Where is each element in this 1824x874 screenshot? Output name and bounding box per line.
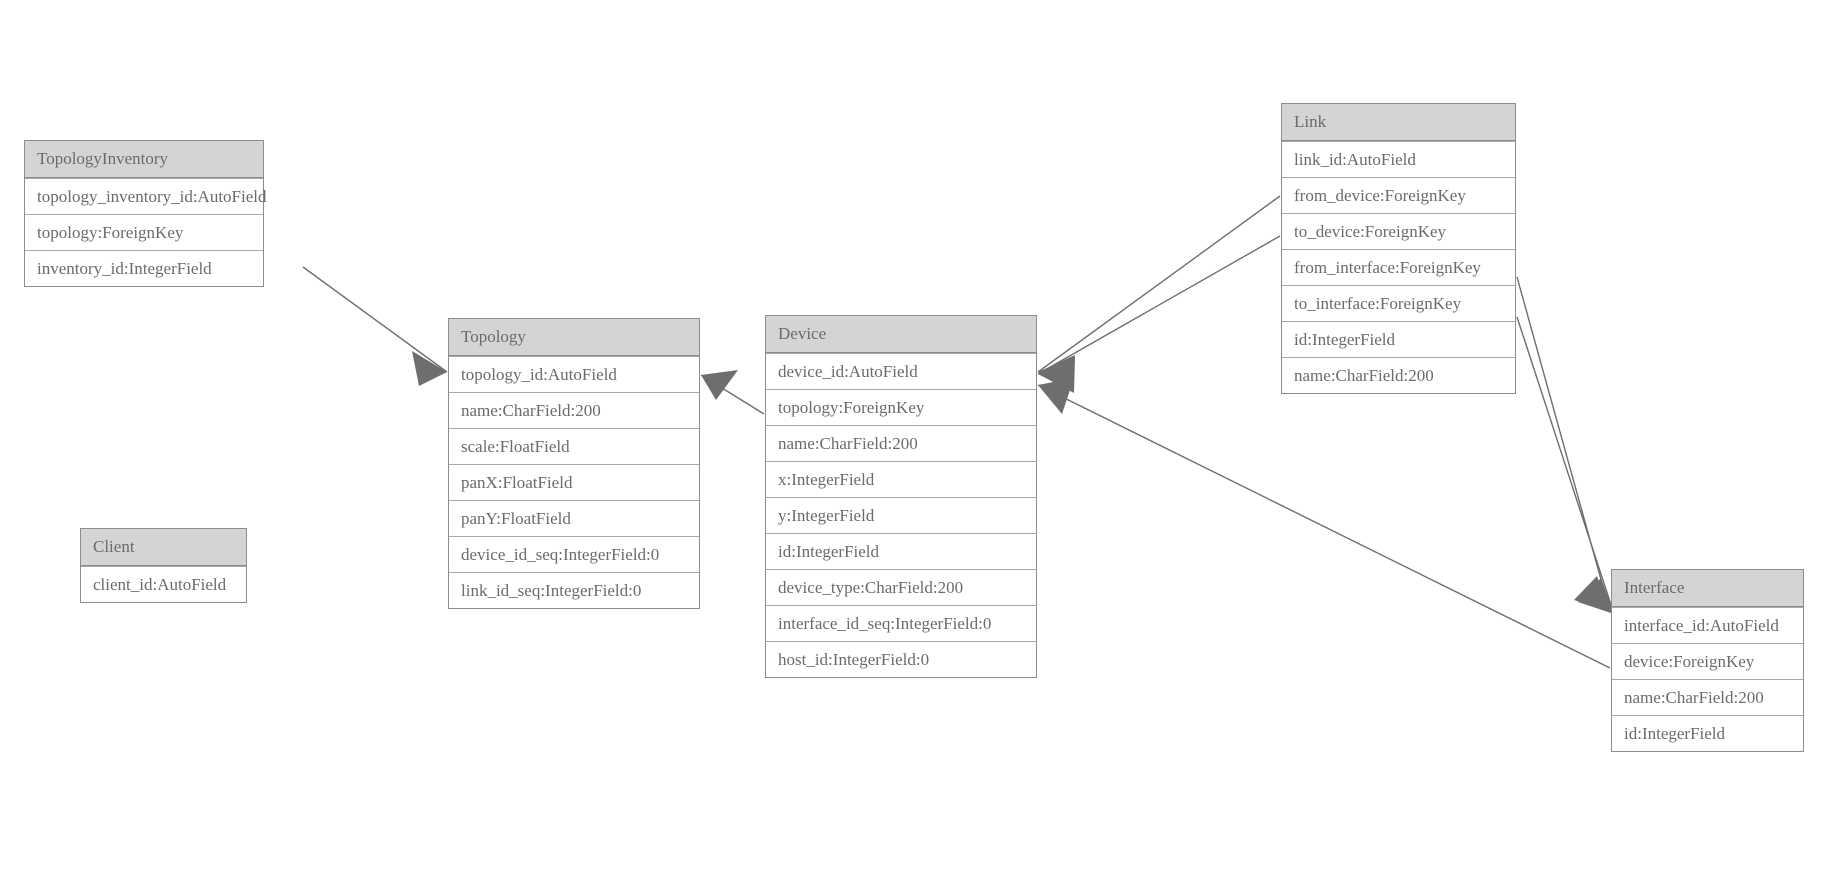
entity-field-row[interactable]: id:IntegerField <box>1282 321 1515 357</box>
relationship-arrowhead-icon <box>412 351 447 386</box>
relationship-line <box>302 266 448 373</box>
entity-field-row[interactable]: from_device:ForeignKey <box>1282 177 1515 213</box>
relationship-link-from-device <box>1037 195 1281 391</box>
relationship-device-topology <box>700 370 765 415</box>
relationship-line <box>1037 235 1281 375</box>
entity-title-interface: Interface <box>1612 570 1803 607</box>
entity-field-row[interactable]: scale:FloatField <box>449 428 699 464</box>
entity-field-row[interactable]: id:IntegerField <box>766 533 1036 569</box>
entity-field-row[interactable]: topology_inventory_id:AutoField <box>25 178 267 214</box>
entity-title-topology: Topology <box>449 319 699 356</box>
entity-field-row[interactable]: name:CharField:200 <box>449 392 699 428</box>
relationship-line <box>1516 316 1615 615</box>
entity-field-row[interactable]: device_id:AutoField <box>766 353 1036 389</box>
entity-title-device: Device <box>766 316 1036 353</box>
entity-field-row[interactable]: topology_id:AutoField <box>449 356 699 392</box>
entity-field-row[interactable]: client_id:AutoField <box>81 566 246 602</box>
entity-field-row[interactable]: name:CharField:200 <box>1612 679 1803 715</box>
entity-field-row[interactable]: y:IntegerField <box>766 497 1036 533</box>
relationship-line <box>700 374 765 415</box>
entity-field-row[interactable]: to_device:ForeignKey <box>1282 213 1515 249</box>
entity-field-row[interactable]: device_type:CharField:200 <box>766 569 1036 605</box>
relationship-link-to-interface <box>1516 316 1615 615</box>
relationship-interface-device <box>1037 378 1611 669</box>
relationship-link-from-interface <box>1516 276 1611 613</box>
entity-field-row[interactable]: device:ForeignKey <box>1612 643 1803 679</box>
entity-field-row[interactable]: device_id_seq:IntegerField:0 <box>449 536 699 572</box>
relationship-arrowhead-icon <box>701 370 738 400</box>
entity-field-row[interactable]: to_interface:ForeignKey <box>1282 285 1515 321</box>
entity-field-row[interactable]: topology:ForeignKey <box>766 389 1036 425</box>
relationship-arrowhead-icon <box>1038 378 1074 414</box>
entity-field-row[interactable]: from_interface:ForeignKey <box>1282 249 1515 285</box>
entity-field-row[interactable]: id:IntegerField <box>1612 715 1803 751</box>
entity-field-row[interactable]: topology:ForeignKey <box>25 214 263 250</box>
relationship-arrowhead-icon <box>1038 355 1075 391</box>
entity-title-topology_inventory: TopologyInventory <box>25 141 263 178</box>
entity-field-row[interactable]: name:CharField:200 <box>766 425 1036 461</box>
relationship-line <box>1037 384 1611 669</box>
relationship-topologyinventory-topology <box>302 266 448 386</box>
relationship-arrowhead-icon <box>1038 357 1075 393</box>
entity-title-client: Client <box>81 529 246 566</box>
entity-field-row[interactable]: interface_id_seq:IntegerField:0 <box>766 605 1036 641</box>
entity-field-row[interactable]: interface_id:AutoField <box>1612 607 1803 643</box>
entity-title-link: Link <box>1282 104 1515 141</box>
entity-field-row[interactable]: link_id:AutoField <box>1282 141 1515 177</box>
relationship-line <box>1516 276 1611 613</box>
entity-field-row[interactable]: link_id_seq:IntegerField:0 <box>449 572 699 608</box>
entity-field-row[interactable]: name:CharField:200 <box>1282 357 1515 393</box>
relationship-arrowhead-icon <box>1578 578 1614 614</box>
entity-field-row[interactable]: inventory_id:IntegerField <box>25 250 263 286</box>
relationship-line <box>1037 195 1281 373</box>
entity-field-row[interactable]: panX:FloatField <box>449 464 699 500</box>
relationship-link-to-device <box>1037 235 1281 393</box>
entity-field-row[interactable]: panY:FloatField <box>449 500 699 536</box>
entity-field-row[interactable]: x:IntegerField <box>766 461 1036 497</box>
entity-field-row[interactable]: host_id:IntegerField:0 <box>766 641 1036 677</box>
relationship-arrowhead-icon <box>1574 576 1610 612</box>
